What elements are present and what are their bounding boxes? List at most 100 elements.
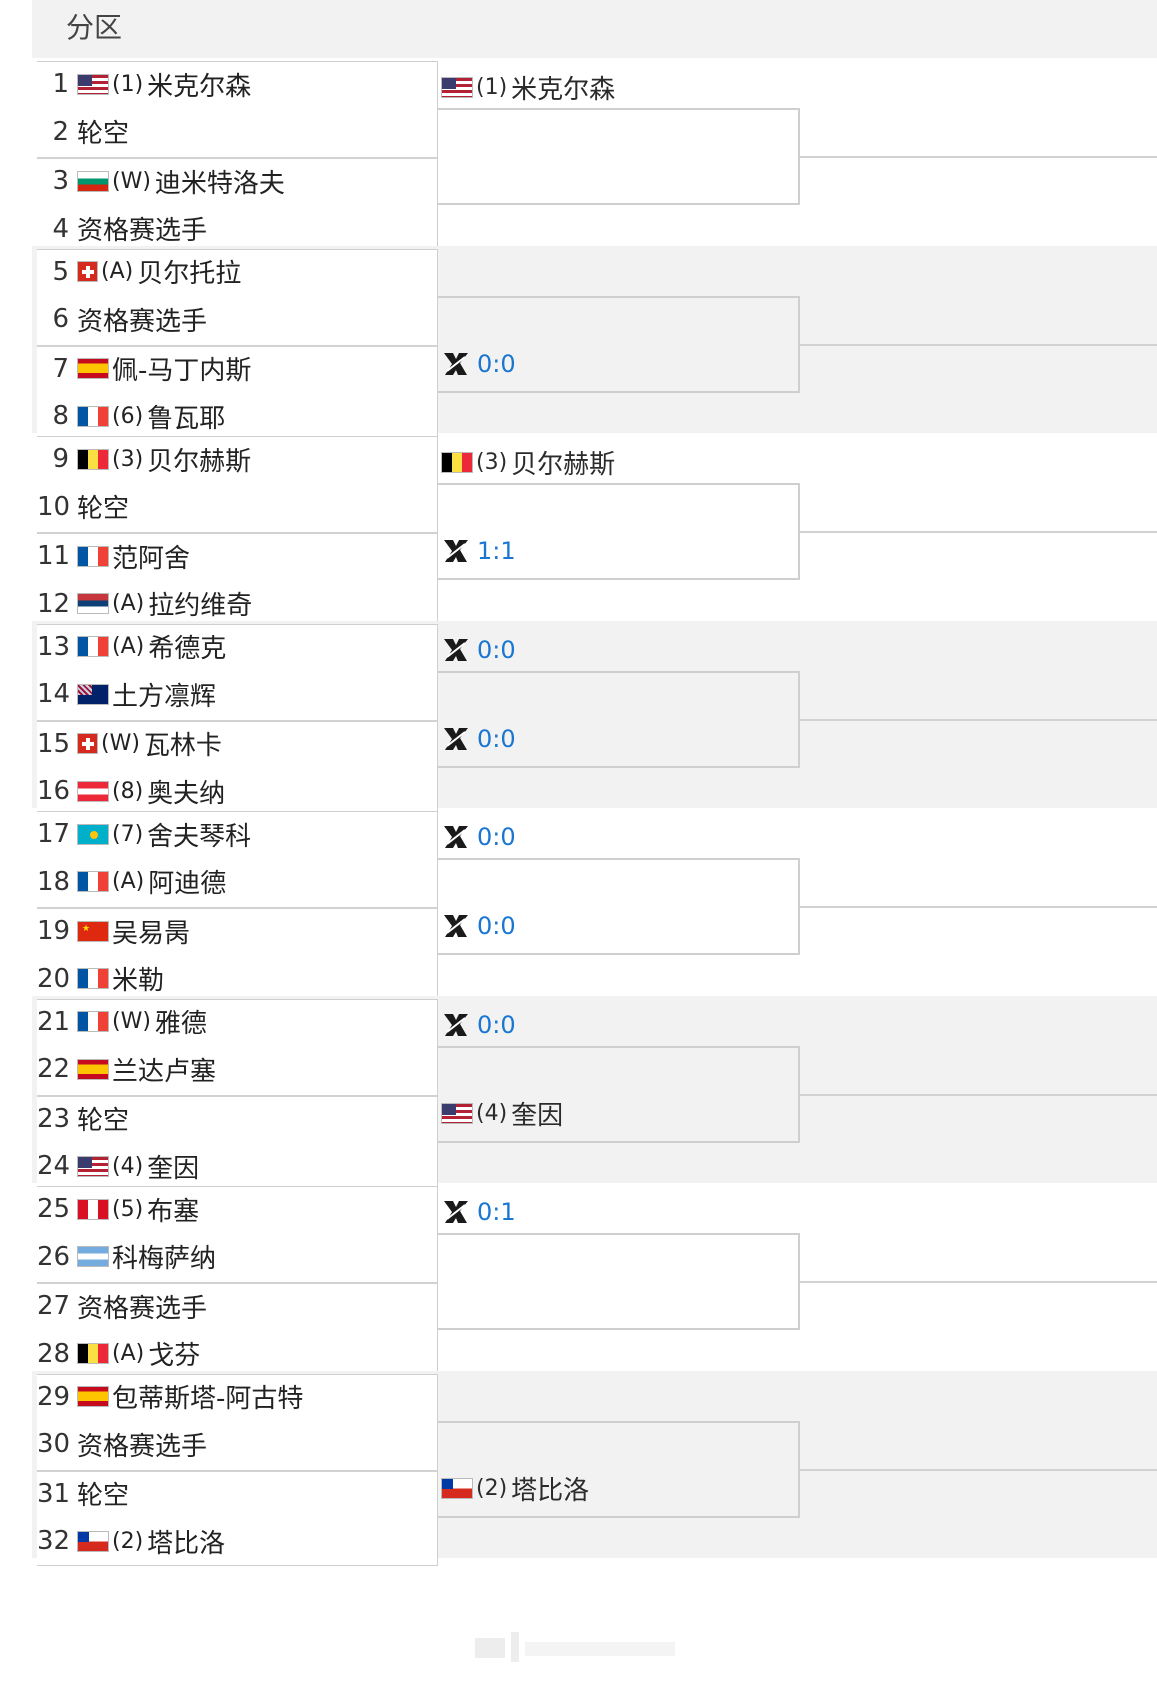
draw-number: 1 — [52, 69, 69, 99]
match-score[interactable]: 0:0 — [441, 719, 516, 759]
player-row[interactable]: 28(A)戈芬 — [37, 1330, 200, 1378]
second-round-box — [438, 295, 800, 393]
second-round-box — [438, 483, 800, 580]
player-name: 佩-马丁内斯 — [112, 356, 252, 386]
player-row[interactable]: 3(W)迪米特洛夫 — [37, 157, 285, 205]
player-row[interactable]: 25(5)布塞 — [37, 1185, 199, 1233]
player-name: 贝尔赫斯 — [511, 449, 616, 480]
match-score[interactable]: 0:0 — [441, 817, 516, 857]
pair-divider — [37, 719, 437, 722]
second-round-box — [438, 108, 800, 205]
player-row[interactable]: 17(7)舍夫琴科 — [37, 810, 251, 858]
player-name: 米克尔森 — [147, 71, 252, 102]
country-flag-icon — [77, 1530, 109, 1552]
player-name: 轮空 — [77, 119, 130, 149]
player-row[interactable]: 1(1)米克尔森 — [37, 60, 251, 108]
player-name: 奥夫纳 — [147, 778, 226, 809]
seed-label: (3) — [476, 449, 508, 475]
player-row[interactable]: 5(A)贝尔托拉 — [37, 248, 241, 296]
crossed-rackets-icon — [444, 1201, 468, 1223]
player-name: 阿迪德 — [148, 869, 227, 899]
country-flag-icon — [441, 451, 473, 473]
second-round-player[interactable]: (3)贝尔赫斯 — [441, 442, 615, 482]
score-value: 0:0 — [477, 349, 516, 378]
player-name: 迪米特洛夫 — [154, 168, 285, 199]
player-name: 资格赛选手 — [77, 216, 208, 246]
player-row[interactable]: 21(W)雅德 — [37, 998, 207, 1046]
draw-number: 32 — [37, 1526, 71, 1556]
third-round-line — [800, 156, 1157, 158]
draw-number: 3 — [52, 166, 69, 196]
pair-divider — [37, 1282, 437, 1284]
player-row[interactable]: 19★吴易昺 — [37, 907, 190, 955]
player-row[interactable]: 18(A)阿迪德 — [37, 858, 226, 906]
player-name: 贝尔托拉 — [137, 259, 242, 289]
player-name: 塔比洛 — [147, 1528, 226, 1559]
seed-label: (A) — [112, 591, 145, 616]
second-round-player[interactable]: (4)奎因 — [441, 1094, 563, 1134]
second-round-player[interactable]: (1)米克尔森 — [441, 67, 615, 107]
player-row[interactable]: 13(A)希德克 — [37, 623, 226, 671]
match-score[interactable]: 0:0 — [441, 906, 516, 946]
match-score[interactable]: 0:0 — [441, 1005, 516, 1045]
seed-label: (A) — [101, 259, 134, 284]
country-flag-icon — [77, 1198, 109, 1220]
match-score[interactable]: 0:1 — [441, 1192, 516, 1232]
draw-number: 16 — [37, 776, 71, 806]
country-flag-icon — [441, 1103, 473, 1124]
player-row[interactable]: 8(6)鲁瓦耶 — [37, 392, 225, 440]
player-name: 雅德 — [154, 1009, 207, 1039]
country-flag-icon — [77, 780, 109, 802]
draw-number: 17 — [37, 819, 71, 849]
country-flag-icon — [77, 636, 109, 657]
player-row[interactable]: 32(2)塔比洛 — [37, 1517, 225, 1565]
player-row[interactable]: 24(4)奎因 — [37, 1142, 199, 1190]
draw-number: 7 — [52, 353, 69, 384]
match-score[interactable]: 1:1 — [441, 531, 516, 571]
player-row[interactable]: 15(W)瓦林卡 — [37, 720, 222, 768]
country-flag-icon — [77, 871, 109, 892]
country-flag-icon: ★ — [77, 920, 109, 942]
draw-number: 23 — [37, 1103, 71, 1134]
country-flag-icon — [77, 823, 109, 845]
player-row[interactable]: 6 资格赛选手 — [37, 295, 207, 343]
draw-number: 19 — [37, 916, 71, 946]
player-name: 资格赛选手 — [77, 306, 208, 337]
draw-number: 6 — [52, 304, 69, 334]
player-row[interactable]: 16(8)奥夫纳 — [37, 767, 225, 815]
second-round-player[interactable]: (2)塔比洛 — [441, 1469, 589, 1509]
player-row[interactable]: 9(3)贝尔赫斯 — [37, 435, 251, 483]
player-name: 舍夫琴科 — [147, 821, 252, 852]
player-name: 鲁瓦耶 — [147, 403, 226, 434]
second-round-box — [438, 858, 800, 955]
draw-number: 29 — [37, 1381, 71, 1412]
draw-number: 18 — [37, 866, 71, 897]
player-name: 奎因 — [511, 1101, 564, 1131]
player-row[interactable]: 12(A)拉约维奇 — [37, 580, 252, 628]
second-round-box — [438, 1233, 800, 1330]
player-name: 瓦林卡 — [143, 731, 222, 761]
player-name: 贝尔赫斯 — [147, 446, 252, 477]
score-value: 0:0 — [477, 724, 516, 753]
match-score[interactable]: 0:0 — [441, 344, 516, 384]
draw-number: 9 — [52, 444, 69, 474]
player-row[interactable]: 7 佩-马丁内斯 — [37, 345, 251, 393]
page-header: 分区 — [32, 0, 1157, 58]
score-value: 0:0 — [477, 635, 516, 664]
match-score[interactable]: 0:0 — [441, 630, 516, 670]
